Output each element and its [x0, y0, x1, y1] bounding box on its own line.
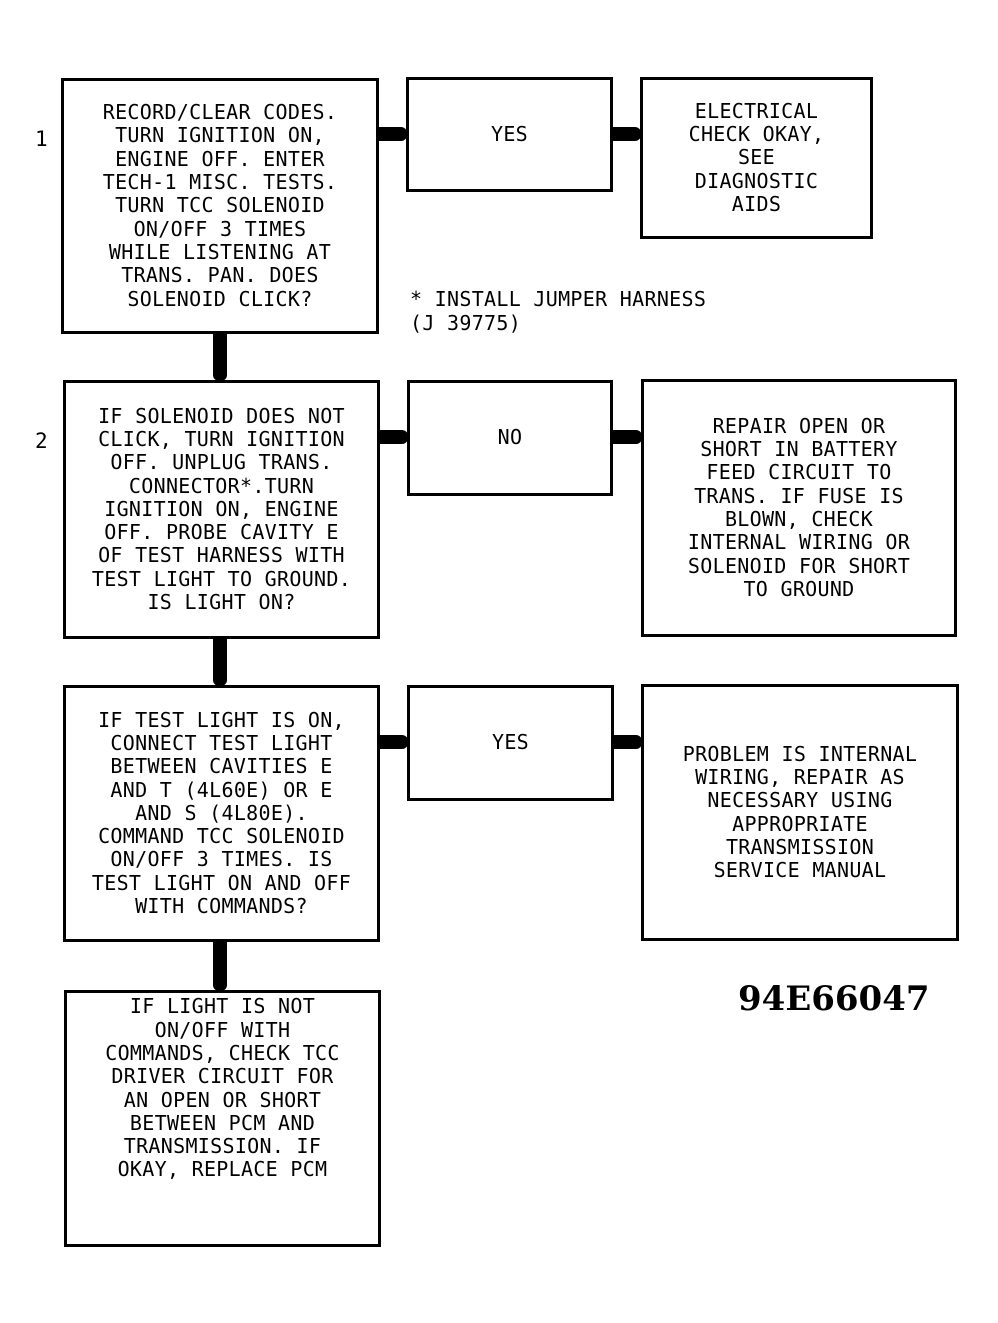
step-1-answer-box: YES — [406, 77, 613, 192]
step-3-question-text: IF TEST LIGHT IS ON, CONNECT TEST LIGHT … — [91, 707, 352, 919]
step-1-result-box: ELECTRICAL CHECK OKAY, SEE DIAGNOSTIC AI… — [640, 77, 873, 239]
final-step-text: IF LIGHT IS NOT ON/OFF WITH COMMANDS, CH… — [105, 994, 340, 1182]
step-1-answer-text: YES — [490, 121, 529, 146]
step-2-number: 2 — [35, 429, 48, 453]
step-2-answer-text: NO — [497, 425, 523, 450]
step-3-answer-text: YES — [491, 730, 530, 755]
step-3-result-connector — [614, 735, 642, 749]
step-2-question-box: IF SOLENOID DOES NOT CLICK, TURN IGNITIO… — [63, 380, 380, 639]
step-3-question-box: IF TEST LIGHT IS ON, CONNECT TEST LIGHT … — [63, 685, 380, 942]
step-1-answer-connector — [379, 127, 407, 141]
step-2-result-box: REPAIR OPEN OR SHORT IN BATTERY FEED CIR… — [641, 379, 957, 637]
step-3-to-step-4-connector — [213, 942, 227, 991]
jumper-harness-note: * INSTALL JUMPER HARNESS (J 39775) — [410, 287, 707, 335]
step-3-answer-box: YES — [407, 685, 614, 801]
final-step-box: IF LIGHT IS NOT ON/OFF WITH COMMANDS, CH… — [64, 990, 381, 1247]
step-1-number: 1 — [35, 127, 48, 151]
step-1-result-connector — [613, 127, 641, 141]
step-3-result-box: PROBLEM IS INTERNAL WIRING, REPAIR AS NE… — [641, 684, 959, 941]
step-1-result-text: ELECTRICAL CHECK OKAY, SEE DIAGNOSTIC AI… — [688, 98, 825, 216]
step-1-question-box: RECORD/CLEAR CODES. TURN IGNITION ON, EN… — [61, 78, 379, 334]
step-2-answer-box: NO — [407, 380, 613, 496]
step-1-to-step-2-connector — [213, 334, 227, 381]
step-2-question-text: IF SOLENOID DOES NOT CLICK, TURN IGNITIO… — [91, 403, 352, 615]
step-2-to-step-3-connector — [213, 639, 227, 686]
step-2-result-connector — [613, 430, 642, 444]
figure-id: 94E66047 — [738, 979, 930, 1019]
step-2-answer-connector — [380, 430, 408, 444]
step-3-result-text: PROBLEM IS INTERNAL WIRING, REPAIR AS NE… — [682, 741, 918, 883]
step-2-result-text: REPAIR OPEN OR SHORT IN BATTERY FEED CIR… — [687, 413, 911, 601]
step-3-answer-connector — [380, 735, 408, 749]
step-1-question-text: RECORD/CLEAR CODES. TURN IGNITION ON, EN… — [102, 100, 338, 311]
